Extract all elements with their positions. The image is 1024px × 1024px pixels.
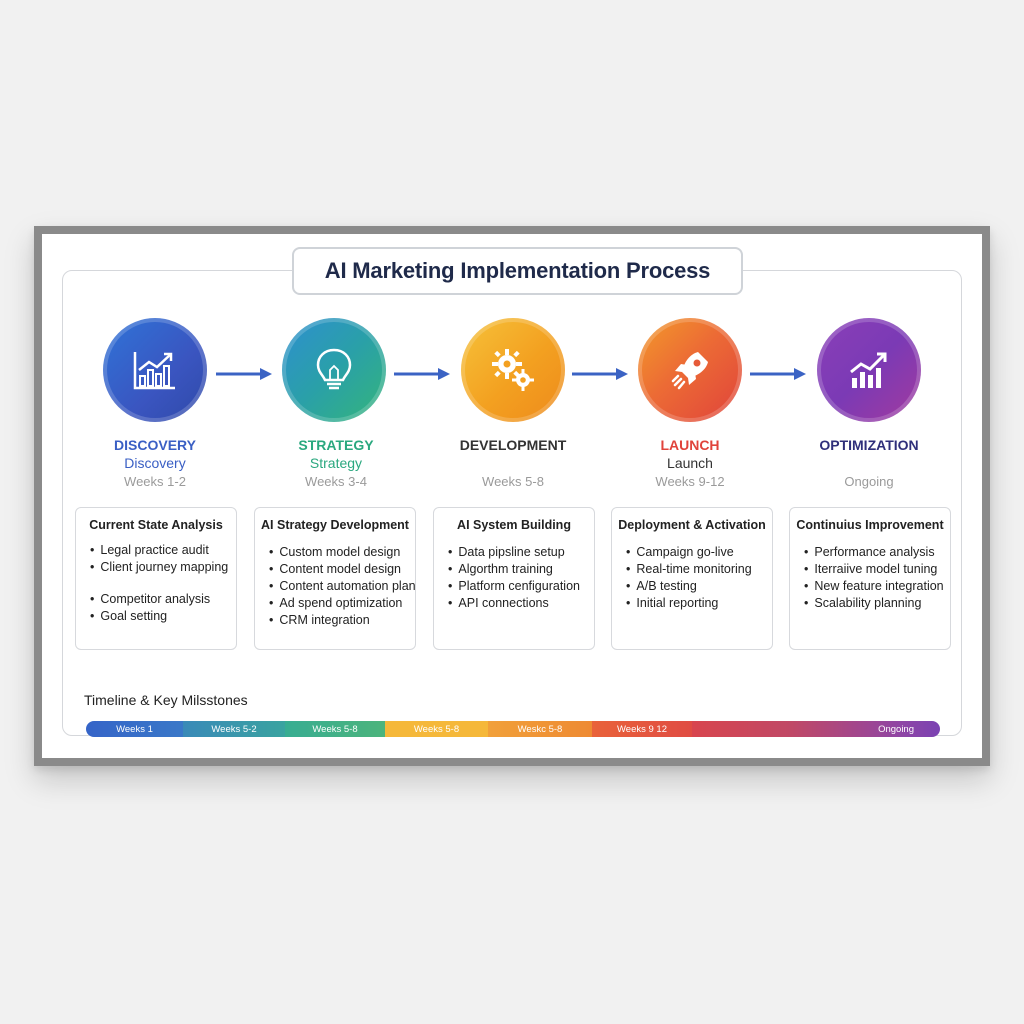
card-list: Campaign go-live Real-time monitoring A/… — [612, 544, 772, 612]
list-item: Performance analysis — [804, 544, 950, 561]
rocket-icon — [671, 352, 708, 390]
stage-subtitle: Launch — [667, 455, 713, 471]
stage-optimization-circle — [817, 318, 921, 422]
stage-weeks: Weeks 5-8 — [482, 474, 544, 489]
card-list: Custom model design Content model design… — [255, 544, 415, 629]
stage-name: STRATEGY — [298, 437, 374, 453]
list-item: Scalability planning — [804, 595, 950, 612]
list-item: Client journey mapping — [90, 559, 236, 576]
stage-launch-circle — [638, 318, 742, 422]
card-list: Data pipsline setup Algorthm training Pl… — [434, 544, 594, 612]
list-item: Platform cenfiguration — [448, 578, 594, 595]
timeline-segment: Weeks 5-8 — [385, 721, 488, 737]
stage-subtitle: Strategy — [309, 455, 363, 471]
card-list: Performance analysis Iterraiive model tu… — [790, 544, 950, 612]
list-item: New feature integration — [804, 578, 950, 595]
card-title: Current State Analysis — [89, 518, 223, 532]
timeline-bar: Weeks 1 Weeks 5-2 Weeks 5-8 Weeks 5-8 We… — [86, 721, 940, 737]
list-item: Initial reporting — [626, 595, 772, 612]
list-item: Ad spend optimization — [269, 595, 415, 612]
stage-discovery-card: Current State Analysis Legal practice au… — [75, 507, 237, 650]
lightbulb-icon — [316, 348, 352, 390]
stage-strategy-circle — [282, 318, 386, 422]
list-item: Content model design — [269, 561, 415, 578]
flow-arrow-icon — [394, 368, 450, 380]
list-item: Content automation plan — [269, 578, 415, 595]
list-item: Legal practice audit — [90, 542, 236, 559]
list-item: Goal setting — [90, 608, 236, 625]
timeline-segment: Weeks 5-8 — [285, 721, 385, 737]
trend-chart-icon — [850, 352, 887, 388]
stage-weeks: Weeks 9-12 — [655, 474, 725, 489]
card-title: Deployment & Activation — [618, 518, 766, 532]
list-item: Competitor analysis — [90, 591, 236, 608]
flow-arrow-icon — [572, 368, 628, 380]
gears-icon — [492, 349, 534, 391]
card-list: Legal practice audit Client journey mapp… — [76, 542, 236, 625]
stage-launch-card: Deployment & Activation Campaign go-live… — [611, 507, 773, 650]
stage-subtitle: Discovery — [124, 455, 186, 471]
stage-discovery-circle — [103, 318, 207, 422]
stage-name: OPTIMIZATION — [819, 437, 919, 453]
stage-name: DEVELOPMENT — [459, 437, 567, 453]
timeline-segment: Weeks 5-2 — [183, 721, 285, 737]
bar-chart-icon — [133, 352, 175, 390]
list-item: API connections — [448, 595, 594, 612]
stage-development-card: AI System Building Data pipsline setup A… — [433, 507, 595, 650]
stage-name: LAUNCH — [660, 437, 720, 453]
stage-weeks: Weeks 3-4 — [305, 474, 367, 489]
card-title: AI System Building — [457, 518, 571, 532]
card-title: Continuius Improvement — [796, 518, 944, 532]
page-title: AI Marketing Implementation Process — [292, 247, 743, 295]
list-item: Campaign go-live — [626, 544, 772, 561]
list-item: Algorthm training — [448, 561, 594, 578]
stage-weeks: Ongoing — [844, 474, 894, 489]
stage-weeks: Weeks 1-2 — [124, 474, 186, 489]
timeline-label: Timeline & Key Milsstones — [84, 692, 248, 708]
stage-strategy-card: AI Strategy Development Custom model des… — [254, 507, 416, 650]
list-item: CRM integration — [269, 612, 415, 629]
list-item: A/B testing — [626, 578, 772, 595]
stage-development-circle — [461, 318, 565, 422]
timeline-segment: Weskc 5-8 — [488, 721, 592, 737]
stage-name: DISCOVERY — [114, 437, 196, 453]
list-item: Data pipsline setup — [448, 544, 594, 561]
flow-arrow-icon — [750, 368, 806, 380]
list-item: Iterraiive model tuning — [804, 561, 950, 578]
list-item: Custom model design — [269, 544, 415, 561]
card-title: AI Strategy Development — [261, 518, 409, 532]
stage-optimization-card: Continuius Improvement Performance analy… — [789, 507, 951, 650]
timeline-segment: Weeks 9 12 — [592, 721, 692, 737]
timeline-segment: Ongoing — [692, 721, 940, 737]
flow-arrow-icon — [216, 368, 272, 380]
list-item: Real-time monitoring — [626, 561, 772, 578]
timeline-segment: Weeks 1 — [86, 721, 183, 737]
